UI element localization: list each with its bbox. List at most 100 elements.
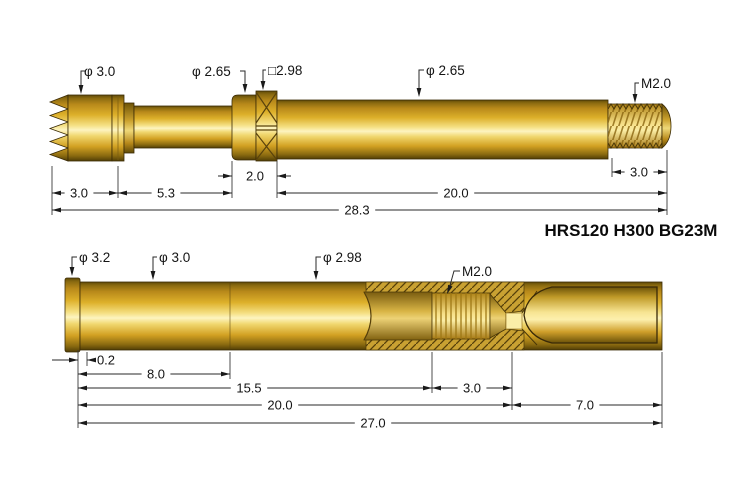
dimension-arrow: [313, 271, 319, 280]
dimension-text-mask: [230, 381, 268, 395]
dimension-arrow: [78, 420, 87, 426]
flare-edge-bottom: [521, 328, 538, 346]
collar: [231, 94, 257, 161]
receptacle-cavity: [523, 286, 658, 344]
part-number-title: HRS120 H300 BG23M: [545, 221, 718, 240]
dimension-arrow: [242, 84, 248, 93]
dimension-arrow: [653, 402, 662, 408]
dimension-arrow: [223, 190, 232, 196]
dimension: 15.5: [78, 381, 432, 396]
dimension: 3.0: [612, 165, 667, 180]
dimension-text-mask: [151, 186, 181, 200]
dimension-arrow: [423, 385, 432, 391]
dimension-arrow: [653, 420, 662, 426]
probe-side-view: [48, 90, 672, 162]
dimension-value: 20.0: [267, 398, 292, 413]
dimension-arrow: [260, 81, 266, 90]
neck-groove: [123, 102, 135, 154]
plunger-shaft: [133, 105, 234, 149]
receptacle-section-view: [64, 277, 663, 353]
break-line: [363, 291, 372, 341]
probe-barrel: [276, 99, 609, 160]
dimension-arrow: [432, 385, 441, 391]
dimension-arrow: [78, 371, 87, 377]
callout: φ 2.65: [192, 64, 248, 93]
callout: φ 2.98: [313, 250, 362, 280]
dimension: 20.0: [277, 186, 667, 201]
dimension-arrow: [512, 402, 521, 408]
dimension-text-mask: [457, 381, 487, 395]
dimension-arrow: [221, 371, 230, 377]
dimension-arrow: [69, 267, 75, 276]
callout-label: φ 3.0: [84, 64, 115, 79]
callout-leader: [634, 82, 639, 99]
callout-leader: [448, 270, 460, 290]
callout-label: M2.0: [641, 76, 671, 91]
callout-label: φ 2.98: [323, 250, 362, 265]
dimension-arrow: [277, 190, 286, 196]
dimension: 3.0: [52, 186, 118, 201]
callout: M2.0: [632, 76, 671, 103]
dimension-arrow: [223, 173, 232, 179]
dimension: 7.0: [512, 398, 662, 413]
dimension-value: 8.0: [147, 367, 165, 382]
bore-neck: [505, 312, 523, 330]
dimension-arrow: [658, 207, 667, 213]
dimension: 20.0: [78, 398, 512, 413]
dimension-arrow: [78, 385, 87, 391]
dimension: 28.3: [52, 203, 667, 218]
dimension-arrow: [52, 190, 61, 196]
dimension-text-mask: [570, 398, 600, 412]
dimension: 2.0: [218, 169, 291, 184]
dimension-value: 15.5: [236, 381, 261, 396]
dimension-arrow: [612, 169, 621, 175]
dimension-value: 28.3: [344, 203, 369, 218]
callout-label: □2.98: [268, 63, 302, 78]
dimension-arrow: [78, 85, 84, 94]
dimension: 0.2: [52, 353, 115, 368]
dimension-arrow: [78, 402, 87, 408]
dimension-value: 7.0: [576, 398, 594, 413]
callout-leader: [240, 70, 246, 89]
callout: M2.0: [447, 264, 492, 294]
callout-leader: [262, 69, 266, 86]
dimension-arrow: [503, 385, 512, 391]
flange: [64, 277, 81, 353]
thread-section: [607, 103, 672, 149]
dimension: 8.0: [78, 367, 230, 382]
dimension-value: 3.0: [630, 165, 648, 180]
dimension-value: 3.0: [70, 186, 88, 201]
callout-leader: [152, 256, 157, 276]
dimension-arrow: [52, 207, 61, 213]
dimension-arrow: [447, 284, 453, 294]
dimension-text-mask: [64, 186, 94, 200]
dimension: 5.3: [118, 186, 232, 201]
callout-label: φ 2.65: [192, 64, 231, 79]
dimension-arrow: [118, 190, 127, 196]
dimension-value: 3.0: [463, 381, 481, 396]
callout-label: φ 3.0: [159, 250, 190, 265]
dimension-value: 2.0: [246, 169, 264, 184]
dimension-arrow: [632, 94, 638, 103]
cutaway-section: [363, 281, 658, 351]
callout: □2.98: [260, 63, 302, 90]
crimp-band: [255, 90, 278, 162]
internal-thread: [431, 292, 491, 340]
callout-label: φ 3.2: [79, 250, 110, 265]
callout-label: M2.0: [462, 264, 492, 279]
callout: φ 3.2: [69, 250, 110, 276]
serrated-tip: [48, 94, 70, 162]
dimension-value: 0.2: [97, 353, 115, 368]
dimension-arrow: [109, 190, 118, 196]
callout: φ 3.0: [150, 250, 190, 280]
thread-tip-chamfer: [661, 103, 672, 149]
dimension: 27.0: [78, 416, 662, 431]
dimension-value: 27.0: [360, 416, 385, 431]
dimension-arrow: [416, 88, 422, 97]
callout-leader: [80, 70, 86, 90]
callout: φ 2.65: [416, 63, 465, 97]
dimension-text-mask: [261, 398, 299, 412]
dimension-arrow: [87, 357, 96, 363]
